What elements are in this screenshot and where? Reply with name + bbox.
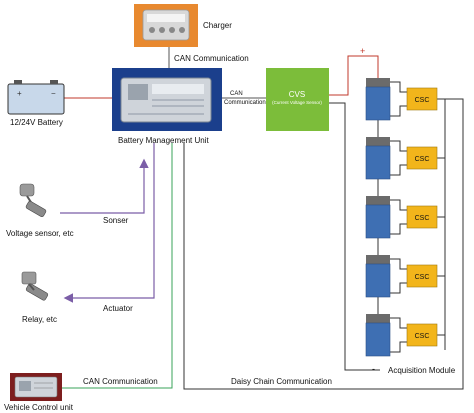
can-comm-mid-label-2: Communication (224, 100, 266, 106)
daisy-chain-label: Daisy Chain Communication (231, 377, 332, 386)
acquisition-stack: CSC CSC CSC CSC CSC (365, 78, 438, 357)
bmu-label: Battery Management Unit (118, 136, 209, 145)
relay-label: Relay, etc (22, 315, 57, 324)
csc-module: CSC (406, 205, 438, 229)
csc-module: CSC (406, 264, 438, 288)
csc-label: CSC (415, 97, 430, 104)
csc-label: CSC (415, 156, 430, 163)
relay-icon (21, 271, 49, 301)
stack-wires (377, 81, 446, 353)
csc-module: CSC (406, 146, 438, 170)
battery-cell (365, 196, 391, 239)
connection-lines (60, 47, 464, 390)
battery-label: 12/24V Battery (10, 118, 63, 127)
cvs-box (266, 68, 329, 131)
csc-module: CSC (406, 87, 438, 111)
svg-text:−: − (51, 89, 56, 98)
voltage-sensor-label: Voltage sensor, etc (6, 229, 74, 238)
plus-label: + (360, 46, 365, 56)
charger (134, 4, 198, 47)
minus-label: - (372, 364, 375, 374)
can-comm-mid-label-1: CAN (230, 91, 243, 97)
battery-12-24v: + − (7, 80, 65, 115)
can-comm-bottom-label: CAN Communication (83, 377, 158, 386)
battery-cell (365, 78, 391, 121)
sonser-label: Sonser (103, 216, 129, 225)
actuator-label: Actuator (103, 304, 133, 313)
battery-cell (365, 314, 391, 357)
battery-cell (365, 137, 391, 180)
cvs-title: CVS (289, 90, 305, 99)
csc-label: CSC (415, 274, 430, 281)
can-comm-top-label: CAN Communication (174, 54, 249, 63)
csc-module: CSC (406, 323, 438, 347)
csc-label: CSC (415, 333, 430, 340)
svg-text:+: + (17, 89, 22, 98)
bmu-unit (112, 68, 222, 131)
acquisition-module-label: Acquisition Module (388, 366, 456, 375)
cvs-subtitle: (Current Voltage Sensor) (272, 100, 322, 105)
charger-label: Charger (203, 21, 232, 30)
csc-label: CSC (415, 215, 430, 222)
voltage-sensor-icon (19, 183, 47, 218)
vcu-label: Vehicle Control unit (4, 403, 74, 412)
battery-cell (365, 255, 391, 298)
vehicle-control-unit (10, 373, 62, 401)
